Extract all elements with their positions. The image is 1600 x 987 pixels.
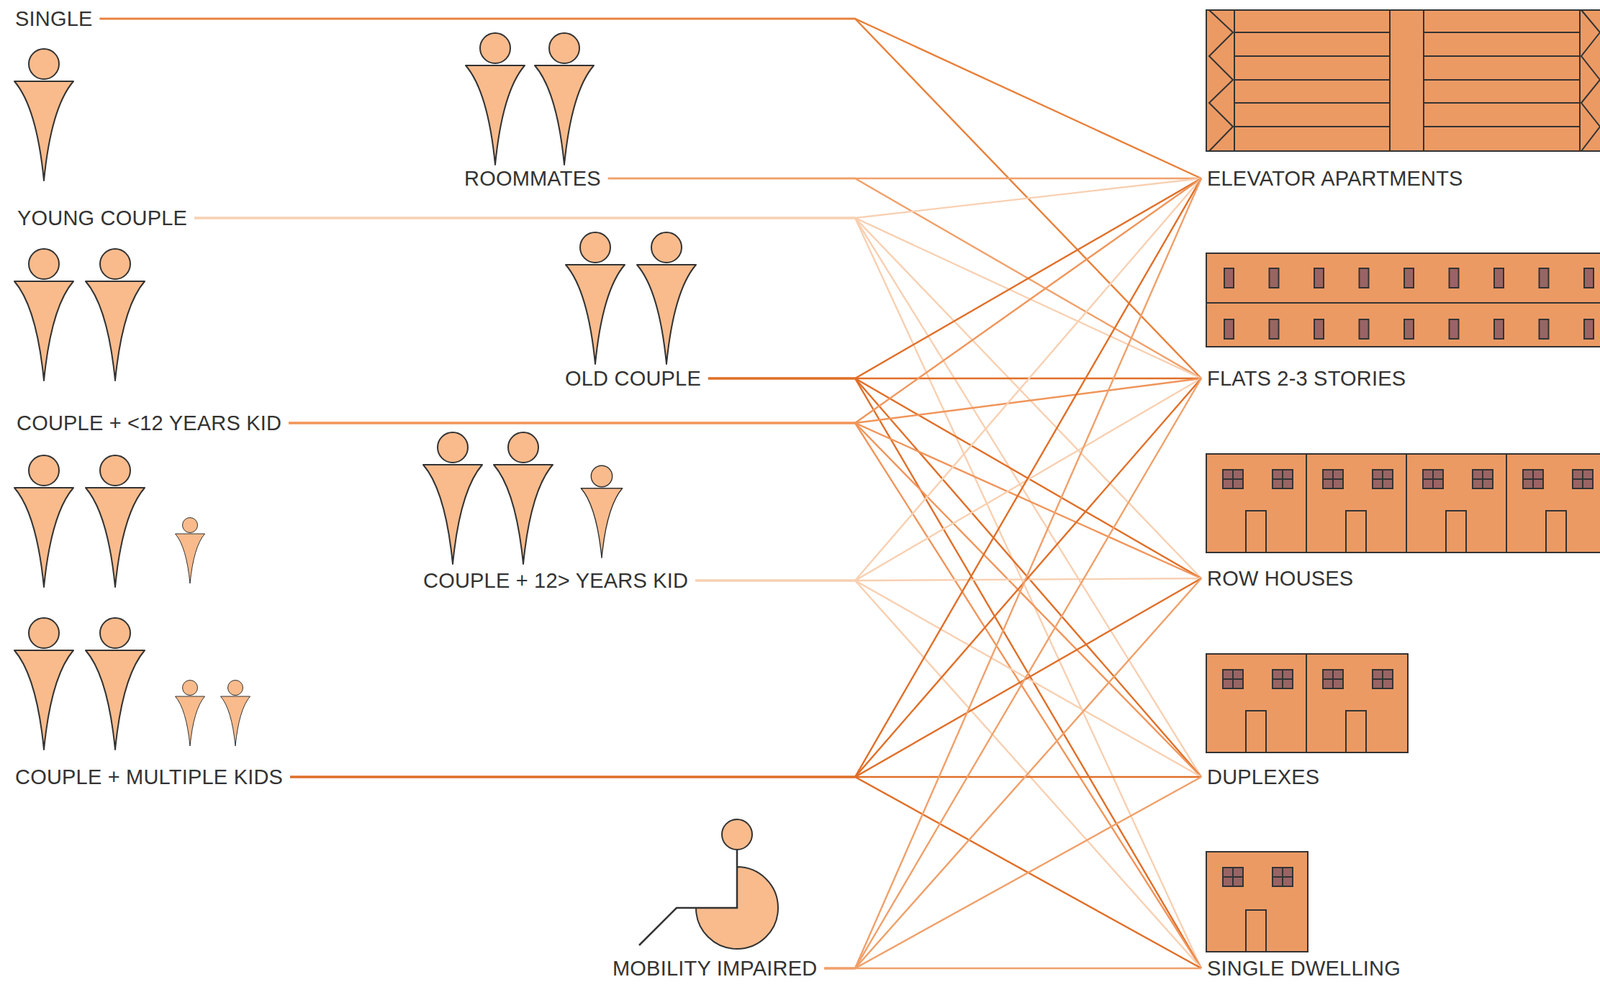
housing-type-label: DUPLEXES bbox=[1207, 765, 1320, 790]
person-figure bbox=[14, 249, 74, 381]
connector-line bbox=[194, 178, 1202, 219]
connector-line bbox=[824, 777, 1202, 969]
connector-line bbox=[290, 178, 1202, 778]
label-text: DUPLEXES bbox=[1207, 765, 1320, 790]
person-figure bbox=[14, 455, 74, 588]
household-label: ROOMMATES bbox=[464, 166, 601, 191]
person-figure bbox=[534, 33, 594, 165]
household-label: COUPLE + MULTIPLE KIDS bbox=[15, 765, 283, 790]
connector-line bbox=[288, 423, 1202, 778]
child-figure bbox=[220, 680, 251, 748]
household-label: OLD COUPLE bbox=[565, 366, 702, 391]
connector-line bbox=[824, 578, 1202, 969]
person-figure bbox=[565, 232, 625, 365]
housing-type-label: SINGLE DWELLING bbox=[1207, 956, 1401, 982]
person-figure bbox=[465, 33, 525, 165]
label-text: MOBILITY IMPAIRED bbox=[612, 956, 817, 982]
child-figure bbox=[175, 680, 206, 748]
label-text: ROW HOUSES bbox=[1207, 566, 1354, 591]
person-figure bbox=[85, 618, 145, 750]
connector-line bbox=[708, 378, 1202, 778]
person-figure bbox=[85, 455, 145, 588]
housing-type-label: ROW HOUSES bbox=[1207, 566, 1354, 591]
label-text: COUPLE + <12 YEARS KID bbox=[16, 410, 282, 436]
connector-line bbox=[824, 968, 1202, 970]
connector-line bbox=[695, 580, 1202, 969]
label-text: FLATS 2-3 STORIES bbox=[1207, 366, 1406, 391]
connector-line bbox=[695, 378, 1202, 581]
person-figure bbox=[14, 618, 74, 750]
connector-line bbox=[290, 777, 1202, 969]
connector-line bbox=[695, 580, 1202, 778]
label-text: OLD COUPLE bbox=[565, 366, 702, 391]
person-figure bbox=[493, 432, 553, 565]
household-label: COUPLE + <12 YEARS KID bbox=[16, 410, 282, 436]
person-figure bbox=[85, 249, 145, 381]
label-text: SINGLE DWELLING bbox=[1207, 956, 1401, 982]
label-text: ROOMMATES bbox=[464, 166, 601, 191]
person-figure bbox=[423, 432, 483, 565]
household-label: COUPLE + 12> YEARS KID bbox=[423, 568, 689, 594]
connector-line bbox=[824, 378, 1202, 969]
connector-line bbox=[288, 178, 1202, 424]
connector-line bbox=[290, 378, 1202, 778]
connector-line bbox=[824, 178, 1202, 969]
wheelchair-figure bbox=[639, 819, 779, 950]
person-figure bbox=[636, 232, 696, 365]
connector-line bbox=[608, 178, 1202, 379]
duplex-building bbox=[1206, 654, 1408, 753]
connector-line bbox=[194, 218, 1202, 778]
label-text: COUPLE + MULTIPLE KIDS bbox=[15, 765, 283, 790]
housing-type-label: ELEVATOR APARTMENTS bbox=[1207, 166, 1464, 191]
connector-line bbox=[290, 578, 1202, 778]
connector-line bbox=[194, 218, 1202, 969]
connector-line bbox=[100, 18, 1202, 379]
child-figure bbox=[175, 518, 206, 585]
connector-line bbox=[288, 423, 1202, 579]
label-text: YOUNG COUPLE bbox=[17, 205, 188, 231]
row-houses-building bbox=[1206, 454, 1600, 553]
flats-building bbox=[1206, 253, 1600, 347]
elevator-apartment-building bbox=[1206, 10, 1600, 152]
connector-line bbox=[695, 178, 1202, 581]
household-label: YOUNG COUPLE bbox=[17, 205, 188, 231]
household-label: SINGLE bbox=[15, 6, 93, 31]
child-figure bbox=[580, 465, 622, 558]
household-label: MOBILITY IMPAIRED bbox=[612, 956, 817, 982]
label-text: ELEVATOR APARTMENTS bbox=[1207, 166, 1464, 191]
housing-type-label: FLATS 2-3 STORIES bbox=[1207, 366, 1406, 391]
label-text: SINGLE bbox=[15, 6, 93, 31]
person-figure bbox=[14, 48, 74, 181]
label-text: COUPLE + 12> YEARS KID bbox=[423, 568, 689, 594]
single-dwelling-building bbox=[1206, 852, 1308, 953]
connector-line bbox=[100, 18, 1202, 179]
connector-line bbox=[288, 423, 1202, 969]
